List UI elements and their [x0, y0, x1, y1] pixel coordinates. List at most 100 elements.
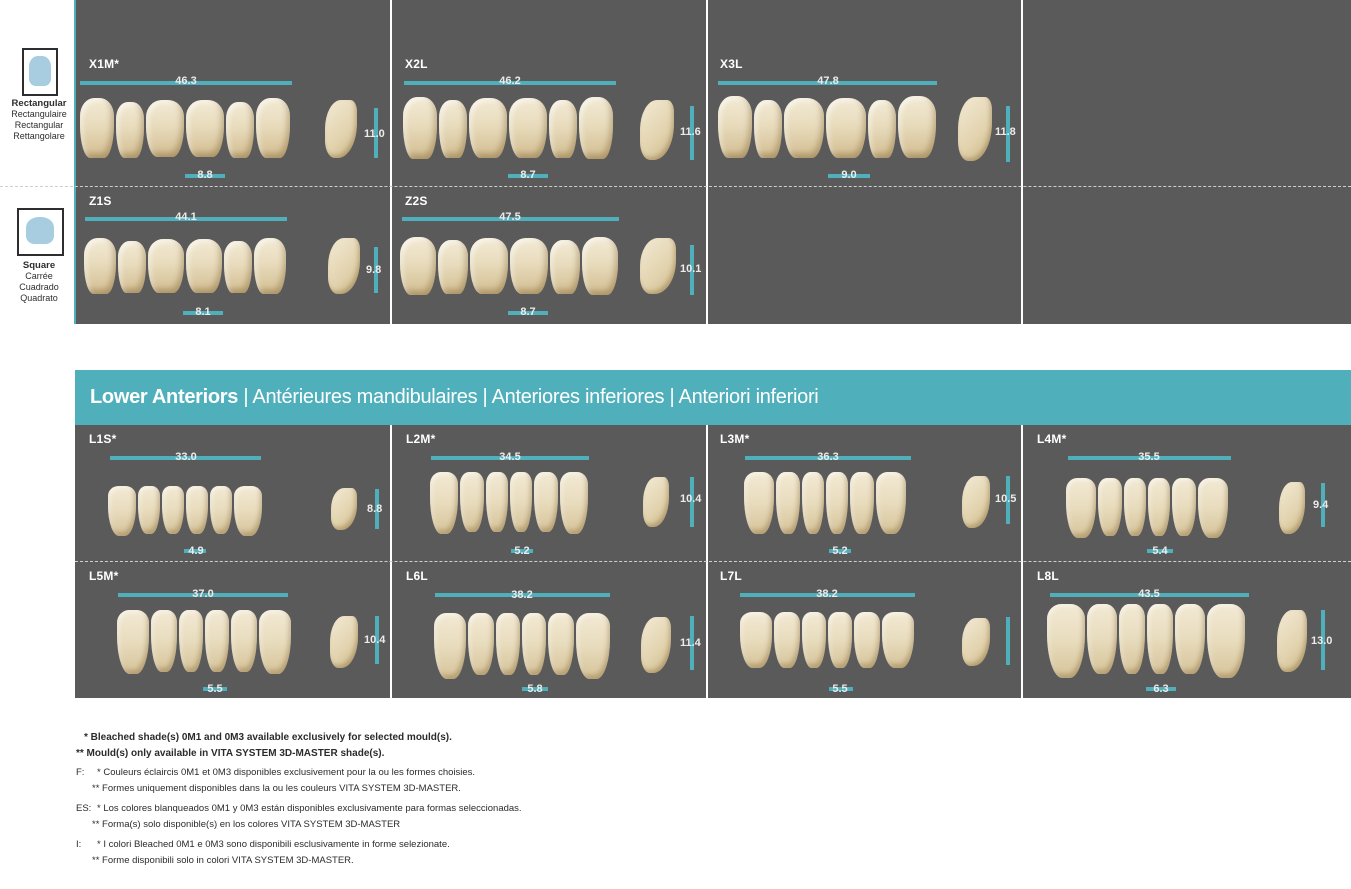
upper-col-divider	[706, 0, 708, 324]
depth-value: 5.4	[1152, 545, 1168, 557]
depth-bar	[829, 687, 853, 691]
height-bar	[1006, 617, 1010, 665]
depth-bar	[203, 687, 227, 691]
depth-value: 9.0	[841, 169, 857, 181]
width-bar	[740, 593, 915, 597]
mould-code: X3L	[720, 57, 743, 71]
mould-code: L5M*	[89, 569, 119, 583]
height-bar	[374, 108, 378, 158]
height-value: 11.0	[364, 128, 385, 140]
width-bar	[85, 217, 287, 221]
mould-code: Z1S	[89, 194, 112, 208]
height-bar	[374, 247, 378, 293]
depth-bar	[522, 687, 548, 691]
height-bar	[690, 106, 694, 160]
mould-code: Z2S	[405, 194, 428, 208]
tooth-set	[430, 472, 590, 534]
mould-code: L2M*	[406, 432, 436, 446]
depth-bar	[1146, 687, 1176, 691]
width-value: 38.2	[511, 589, 533, 601]
height-value: 10.4	[680, 493, 702, 505]
tooth-set	[744, 472, 908, 534]
tooth-set	[117, 610, 293, 674]
tooth-set	[400, 237, 620, 295]
tooth-set	[80, 98, 292, 158]
width-bar	[745, 456, 911, 460]
tooth-set	[108, 486, 264, 536]
width-value: 44.1	[175, 211, 197, 223]
height-value: 9.4	[1313, 499, 1329, 511]
footnote-en-1: * Bleached shade(s) 0M1 and 0M3 availabl…	[84, 732, 452, 743]
tooth-set	[740, 612, 916, 668]
depth-value: 5.5	[207, 683, 223, 695]
depth-bar	[508, 174, 548, 178]
height-bar	[1006, 106, 1010, 162]
upper-grid	[75, 0, 1351, 324]
upper-col-divider	[1021, 0, 1023, 324]
width-bar	[110, 456, 261, 460]
width-value: 47.8	[817, 75, 839, 87]
depth-value: 8.7	[520, 306, 536, 318]
height-value: 8.8	[367, 503, 383, 515]
depth-bar	[1147, 549, 1173, 553]
section-title: Lower Anteriors | Antérieures mandibulai…	[90, 386, 819, 408]
mould-code: L6L	[406, 569, 428, 583]
depth-value: 6.3	[1153, 683, 1169, 695]
footnote-it-1: * I colori Bleached 0M1 e 0M3 sono dispo…	[97, 839, 450, 850]
width-bar	[718, 81, 937, 85]
footnote-it-label: I:	[76, 839, 82, 850]
rectangular-shape-label: Rectangular Rectangulaire Rectangular Re…	[11, 98, 67, 141]
shape-divider	[74, 0, 76, 324]
tooth-set	[1066, 478, 1230, 538]
mould-code: X1M*	[89, 57, 120, 71]
mould-code: L1S*	[89, 432, 117, 446]
footnote-en-2: ** Mould(s) only available in VITA SYSTE…	[76, 748, 385, 759]
mould-code: L4M*	[1037, 432, 1067, 446]
height-bar	[690, 477, 694, 527]
depth-bar	[183, 311, 223, 315]
footnote-fr-1: * Couleurs éclaircis 0M1 et 0M3 disponib…	[97, 767, 476, 778]
height-bar	[1321, 483, 1325, 527]
height-bar	[1006, 476, 1010, 524]
mould-code: X2L	[405, 57, 428, 71]
height-bar	[690, 245, 694, 295]
mould-code: L3M*	[720, 432, 750, 446]
width-bar	[435, 593, 610, 597]
rectangular-shape-icon	[22, 48, 58, 96]
footnote-fr-2: ** Formes uniquement disponibles dans la…	[92, 783, 461, 794]
height-value: 11.6	[680, 126, 701, 138]
width-value: 33.0	[175, 451, 197, 463]
height-bar	[375, 616, 379, 664]
height-bar	[375, 489, 379, 529]
height-value: 10.4	[364, 634, 386, 646]
footnote-es-1: * Los colores blanqueados 0M1 y 0M3 está…	[97, 803, 522, 814]
tooth-set	[1047, 604, 1247, 678]
width-bar	[404, 81, 616, 85]
height-value: 13.0	[1311, 635, 1333, 647]
height-value: 10.1	[680, 263, 702, 275]
square-shape-icon	[17, 208, 64, 256]
depth-value: 5.2	[514, 545, 530, 557]
footnote-es-2: ** Forma(s) solo disponible(s) en los co…	[92, 819, 401, 830]
height-bar	[690, 616, 694, 670]
width-value: 37.0	[192, 588, 214, 600]
depth-bar	[184, 549, 206, 553]
depth-bar	[508, 311, 548, 315]
depth-value: 5.2	[832, 545, 848, 557]
depth-bar	[829, 549, 851, 553]
depth-bar	[828, 174, 870, 178]
depth-value: 8.8	[197, 169, 213, 181]
width-value: 46.2	[499, 75, 521, 87]
height-value: 9.8	[366, 264, 382, 276]
width-bar	[118, 593, 288, 597]
width-value: 47.5	[499, 211, 521, 223]
tooth-set	[403, 97, 615, 159]
square-shape-label: Square Carrée Cuadrado Quadrato	[19, 260, 59, 303]
tooth-set	[434, 613, 612, 679]
footnote-fr-label: F:	[76, 767, 85, 778]
height-value: 10.5	[995, 493, 1017, 505]
width-bar	[80, 81, 292, 85]
depth-value: 8.7	[520, 169, 536, 181]
tooth-set	[718, 96, 938, 158]
section-banner: Lower Anteriors | Antérieures mandibulai…	[75, 370, 1351, 425]
